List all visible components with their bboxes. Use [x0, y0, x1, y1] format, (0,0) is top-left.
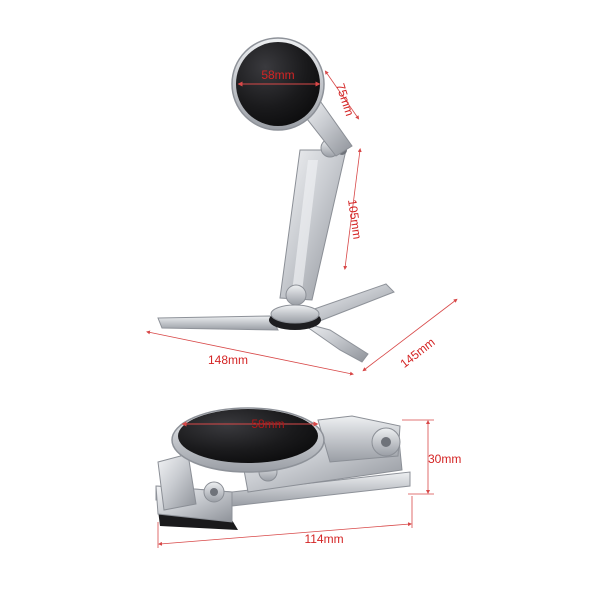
folded-pad-diameter-label: 58mm [251, 417, 284, 431]
unfolded-pad-diameter-label: 58mm [261, 68, 294, 82]
lower-arm [279, 138, 347, 306]
unfolded-dimension-lines [146, 70, 458, 376]
lower-arm-length-label: 105mm [345, 198, 364, 240]
base-length-label: 148mm [208, 353, 248, 367]
folded-dimension-lines [157, 419, 434, 548]
folded-length-label: 114mm [304, 532, 343, 546]
folded-height-label: 30mm [428, 452, 461, 466]
upper-arm-length-label: 75mm [333, 82, 357, 118]
base-legs [157, 283, 395, 363]
